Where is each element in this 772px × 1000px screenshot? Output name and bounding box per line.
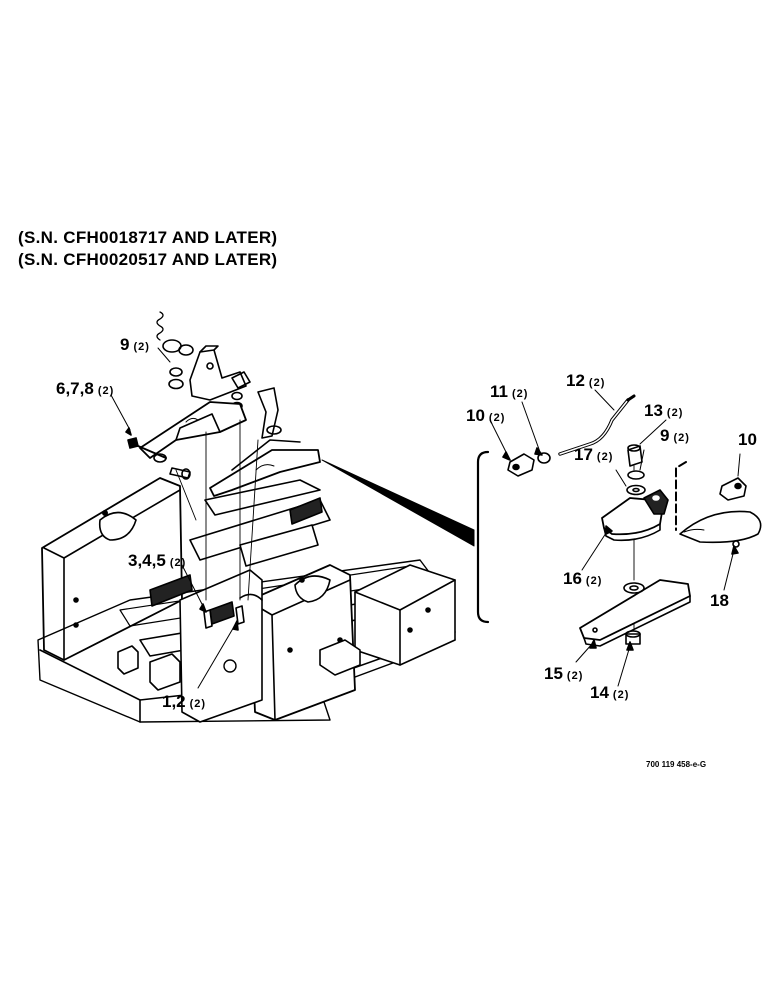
serial-note-1: (S.N. CFH0018717 AND LATER)	[18, 228, 278, 247]
callout-1-2: 1,2(2)	[162, 692, 207, 711]
drawing-code: 700 119 458-e-G	[646, 760, 707, 769]
callout-6-7-8: 6,7,8(2)	[56, 379, 115, 398]
latch-assembly	[127, 311, 321, 629]
callout-9-right: 9(2)	[660, 426, 690, 445]
callout-3-4-5: 3,4,5(2)	[128, 551, 187, 570]
serial-note-2: (S.N. CFH0020517 AND LATER)	[18, 250, 278, 269]
right-leaders	[489, 389, 741, 687]
callout-18: 18	[710, 591, 729, 610]
callout-17: 17(2)	[574, 445, 614, 464]
callout-14: 14(2)	[590, 683, 630, 702]
callout-15: 15(2)	[544, 664, 584, 683]
callout-10-right: 10	[738, 430, 757, 449]
callout-12: 12(2)	[566, 371, 606, 390]
detail-bracket	[476, 450, 490, 624]
detail-pointer	[321, 459, 475, 547]
left-leaders	[110, 347, 236, 689]
callout-11: 11(2)	[490, 382, 529, 401]
callout-9-left: 9(2)	[120, 335, 150, 354]
callout-10-left: 10(2)	[466, 406, 506, 425]
detail-assembly	[507, 394, 762, 647]
callout-16: 16(2)	[563, 569, 603, 588]
callout-13: 13(2)	[644, 401, 684, 420]
frame-assembly	[37, 477, 456, 723]
